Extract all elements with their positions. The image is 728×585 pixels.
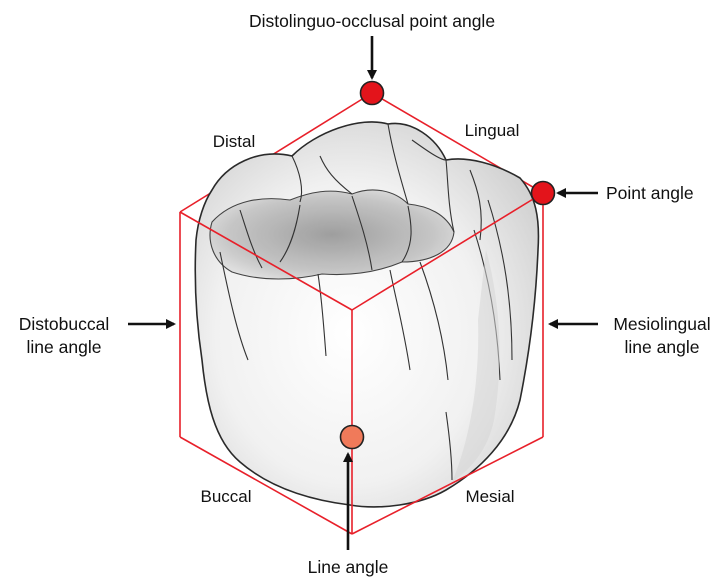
title-label: Distolinguo-occlusal point angle <box>249 11 495 31</box>
buccal-face-label: Buccal <box>200 487 251 506</box>
line-angle-marker <box>341 426 364 449</box>
distal-face-label: Distal <box>213 132 256 151</box>
line-angle-label: Line angle <box>308 557 389 577</box>
molar-tooth <box>195 122 538 507</box>
point-angle-label: Point angle <box>606 183 694 203</box>
distobuccal-label-line2: line angle <box>27 337 102 357</box>
point-angle-marker <box>532 182 555 205</box>
distolinguo-occlusal-point-marker <box>361 82 384 105</box>
mesial-face-label: Mesial <box>465 487 514 506</box>
distobuccal-label-line1: Distobuccal <box>19 314 109 334</box>
mesiolingual-label-line2: line angle <box>625 337 700 357</box>
mesiolingual-label-line1: Mesiolingual <box>613 314 710 334</box>
lingual-face-label: Lingual <box>465 121 520 140</box>
